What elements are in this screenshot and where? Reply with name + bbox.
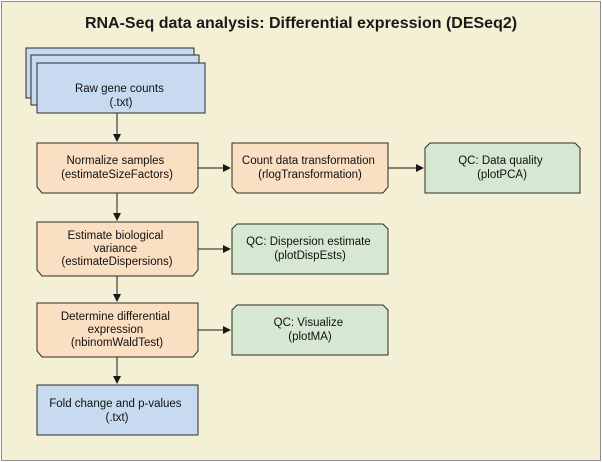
qc-dispersion-line-1: QC: Dispersion estimate (246, 236, 371, 248)
document-stack-front (36, 62, 206, 114)
qc-dispersion-label: QC: Dispersion estimate (plotDispEsts) (246, 236, 374, 262)
qc-dispersion-line-2: (plotDispEsts) (274, 250, 346, 262)
transform-label: Count data transformation (rlogTransform… (242, 155, 378, 181)
dispersion-node: Estimate biological variance (estimateDi… (36, 221, 199, 277)
qc-visualize-label: QC: Visualize (plotMA) (274, 317, 347, 343)
normalize-label: Normalize samples (estimateSizeFactors) (61, 155, 173, 181)
normalize-line-2: (estimateSizeFactors) (61, 169, 173, 181)
diffexp-label: Determine differential expression (nbino… (61, 311, 173, 349)
transform-node: Count data transformation (rlogTransform… (231, 142, 389, 194)
normalize-node: Normalize samples (estimateSizeFactors) (36, 142, 199, 194)
qc-quality-node: QC: Data quality (plotPCA) (424, 142, 581, 194)
diffexp-line-3: (nbinomWaldTest) (71, 337, 163, 349)
normalize-line-1: Normalize samples (67, 155, 165, 167)
diffexp-line-2: expression (88, 324, 144, 336)
diffexp-line-1: Determine differential (61, 311, 170, 323)
raw-counts-label: Raw gene counts (.txt) (75, 83, 167, 109)
qc-quality-label: QC: Data quality (plotPCA) (458, 155, 546, 181)
raw-counts-line-2: (.txt) (110, 97, 133, 109)
dispersion-line-3: (estimateDispersions) (61, 256, 172, 268)
raw-counts-node: Raw gene counts (.txt) (25, 47, 206, 114)
qc-visualize-node: QC: Visualize (plotMA) (231, 304, 389, 356)
results-line-1: Fold change and p-values (49, 398, 182, 410)
transform-line-2: (rlogTransformation) (258, 169, 362, 181)
dispersion-line-2: variance (94, 243, 137, 255)
qc-visualize-line-1: QC: Visualize (274, 317, 343, 329)
diffexp-node: Determine differential expression (nbino… (36, 302, 199, 358)
qc-quality-line-2: (plotPCA) (477, 169, 527, 181)
diagram-title: RNA-Seq data analysis: Differential expr… (85, 15, 517, 32)
dispersion-line-1: Estimate biological (67, 230, 163, 242)
qc-quality-line-1: QC: Data quality (458, 155, 543, 167)
results-node: Fold change and p-values (.txt) (36, 384, 199, 436)
qc-dispersion-node: QC: Dispersion estimate (plotDispEsts) (231, 223, 389, 275)
transform-line-1: Count data transformation (242, 155, 375, 167)
results-line-2: (.txt) (106, 412, 129, 424)
raw-counts-line-1: Raw gene counts (75, 83, 164, 95)
qc-visualize-line-2: (plotMA) (288, 331, 332, 343)
dispersion-label: Estimate biological variance (estimateDi… (61, 230, 172, 268)
results-label: Fold change and p-values (.txt) (49, 398, 185, 424)
